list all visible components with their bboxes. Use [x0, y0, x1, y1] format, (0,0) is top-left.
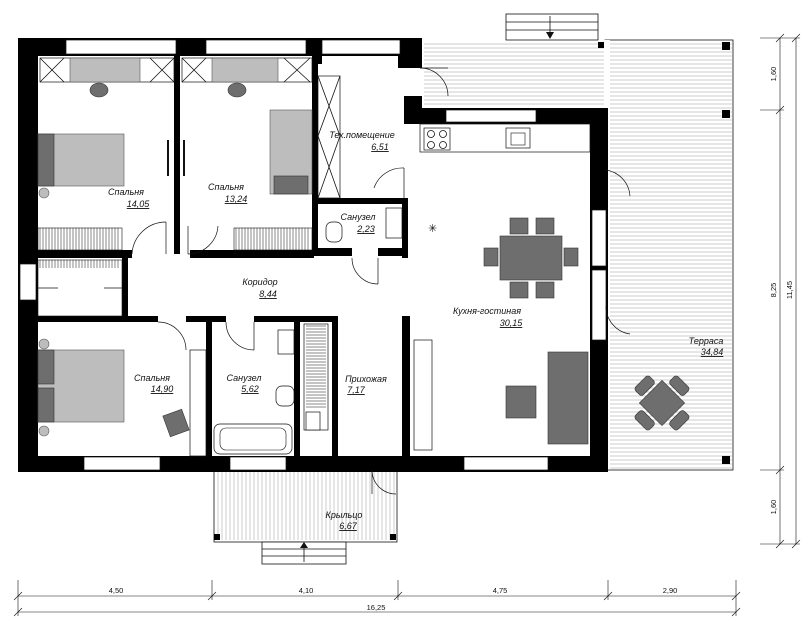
dim-bottom-2: 4,10 — [299, 586, 314, 595]
interior-walls — [36, 54, 410, 456]
corridor-name: Коридор — [242, 277, 277, 287]
kitchen-area: 30,15 — [500, 318, 524, 328]
dim-right-1: 1,60 — [769, 67, 778, 82]
dim-bottom-1: 4,50 — [109, 586, 124, 595]
bathroom1-fixtures: ✳ — [325, 207, 437, 243]
dim-right-total: 11,45 — [785, 281, 794, 299]
porch-area: 6,67 — [339, 521, 358, 531]
bedroom1-area: 14,05 — [127, 199, 151, 209]
bathroom1-area: 2,23 — [356, 224, 375, 234]
tech-room-name: Тех.помещение — [329, 130, 395, 140]
dim-right-2: 8,25 — [769, 283, 778, 298]
porch-deck — [213, 469, 398, 565]
terrace-deck — [420, 39, 734, 471]
terrace-furniture — [634, 375, 690, 431]
bedroom3-furniture — [37, 259, 207, 457]
bedroom2-name: Спальня — [208, 182, 244, 192]
dim-bottom-3: 4,75 — [493, 586, 508, 595]
windows — [19, 39, 607, 471]
terrace-posts — [214, 42, 730, 540]
bedroom1-furniture — [37, 57, 175, 251]
terrace-area: 34,84 — [701, 347, 724, 357]
bathroom2-name: Санузел — [227, 373, 262, 383]
corridor-area: 8,44 — [259, 289, 277, 299]
bathroom2-fixtures — [213, 329, 295, 455]
terrace-steps — [505, 13, 599, 41]
doors — [131, 67, 631, 495]
kitchen-furniture — [413, 123, 591, 451]
bedroom1-name: Спальня — [108, 187, 144, 197]
porch-name: Крыльцо — [326, 510, 363, 520]
bedroom2-furniture — [181, 57, 313, 251]
bedroom3-name: Спальня — [134, 373, 170, 383]
tech-room-area: 6,51 — [371, 142, 389, 152]
room-labels: Спальня 14,05 Спальня 13,24 Тех.помещени… — [108, 130, 723, 531]
bottom-dimensions — [13, 580, 741, 617]
hall-wardrobe — [303, 323, 329, 431]
kitchen-name: Кухня-гостиная — [453, 306, 521, 316]
dim-bottom-total: 16,25 — [367, 603, 386, 612]
right-dimensions — [760, 33, 801, 549]
bedroom2-area: 13,24 — [225, 194, 248, 204]
dim-right-3: 1,60 — [769, 500, 778, 515]
bathroom2-area: 5,62 — [241, 384, 259, 394]
hall-area: 7,17 — [347, 385, 366, 395]
bathroom1-name: Санузел — [341, 212, 376, 222]
terrace-name: Терраса — [689, 336, 724, 346]
tech-room-furniture — [317, 75, 341, 199]
dim-bottom-4: 2,90 — [663, 586, 678, 595]
svg-text:✳: ✳ — [428, 223, 437, 235]
bedroom3-area: 14,90 — [151, 384, 174, 394]
hall-name: Прихожая — [345, 374, 387, 384]
